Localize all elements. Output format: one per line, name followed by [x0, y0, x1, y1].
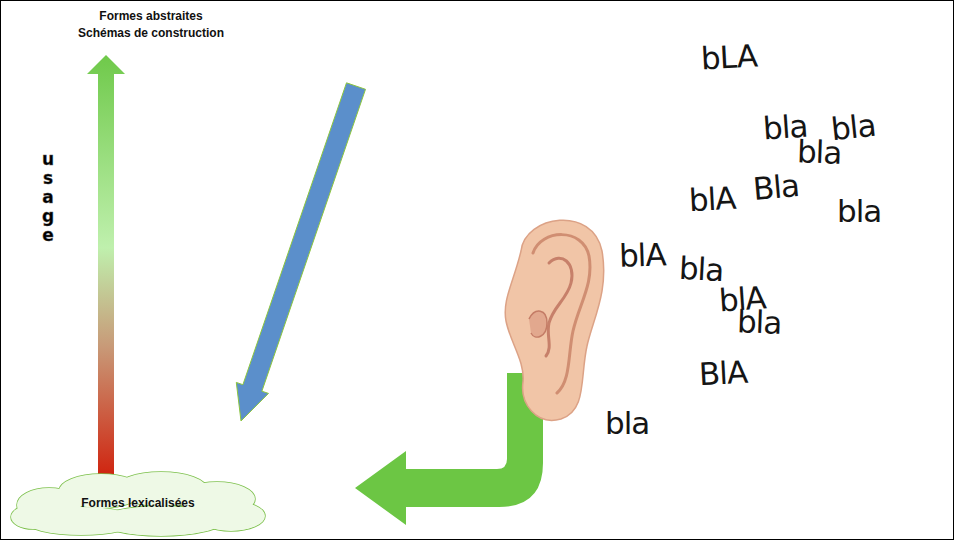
speech-sound: blA: [688, 180, 736, 218]
heading-label: Formes abstraites: [99, 9, 202, 23]
speech-sound: bla: [605, 405, 649, 441]
speech-sound: bla: [837, 193, 881, 229]
ear-shape: [505, 220, 604, 420]
cloud-bump: [11, 505, 55, 529]
green-curved-arrow: [355, 373, 543, 525]
ear-illustration: [505, 220, 604, 420]
speech-sound: bLA: [700, 38, 758, 77]
blue-arrow: [236, 83, 365, 421]
cloud-bump: [11, 505, 55, 529]
speech-sound: bla: [736, 303, 782, 341]
speech-sound: bla: [678, 250, 724, 288]
node-label: Formes lexicalisées: [9, 496, 267, 510]
usage-arrow: [87, 55, 125, 483]
ear-antihelix: [546, 258, 572, 356]
heading-label: Schémas de construction: [78, 26, 224, 40]
speech-sound: Bla: [752, 167, 801, 207]
speech-sound: bla: [796, 133, 842, 171]
speech-sound: BlA: [698, 354, 748, 392]
speech-sound: blA: [618, 236, 666, 274]
axis-label: usage: [38, 149, 58, 244]
ear-concha: [529, 311, 547, 337]
lexical-cloud: Formes lexicalisées: [9, 469, 267, 537]
